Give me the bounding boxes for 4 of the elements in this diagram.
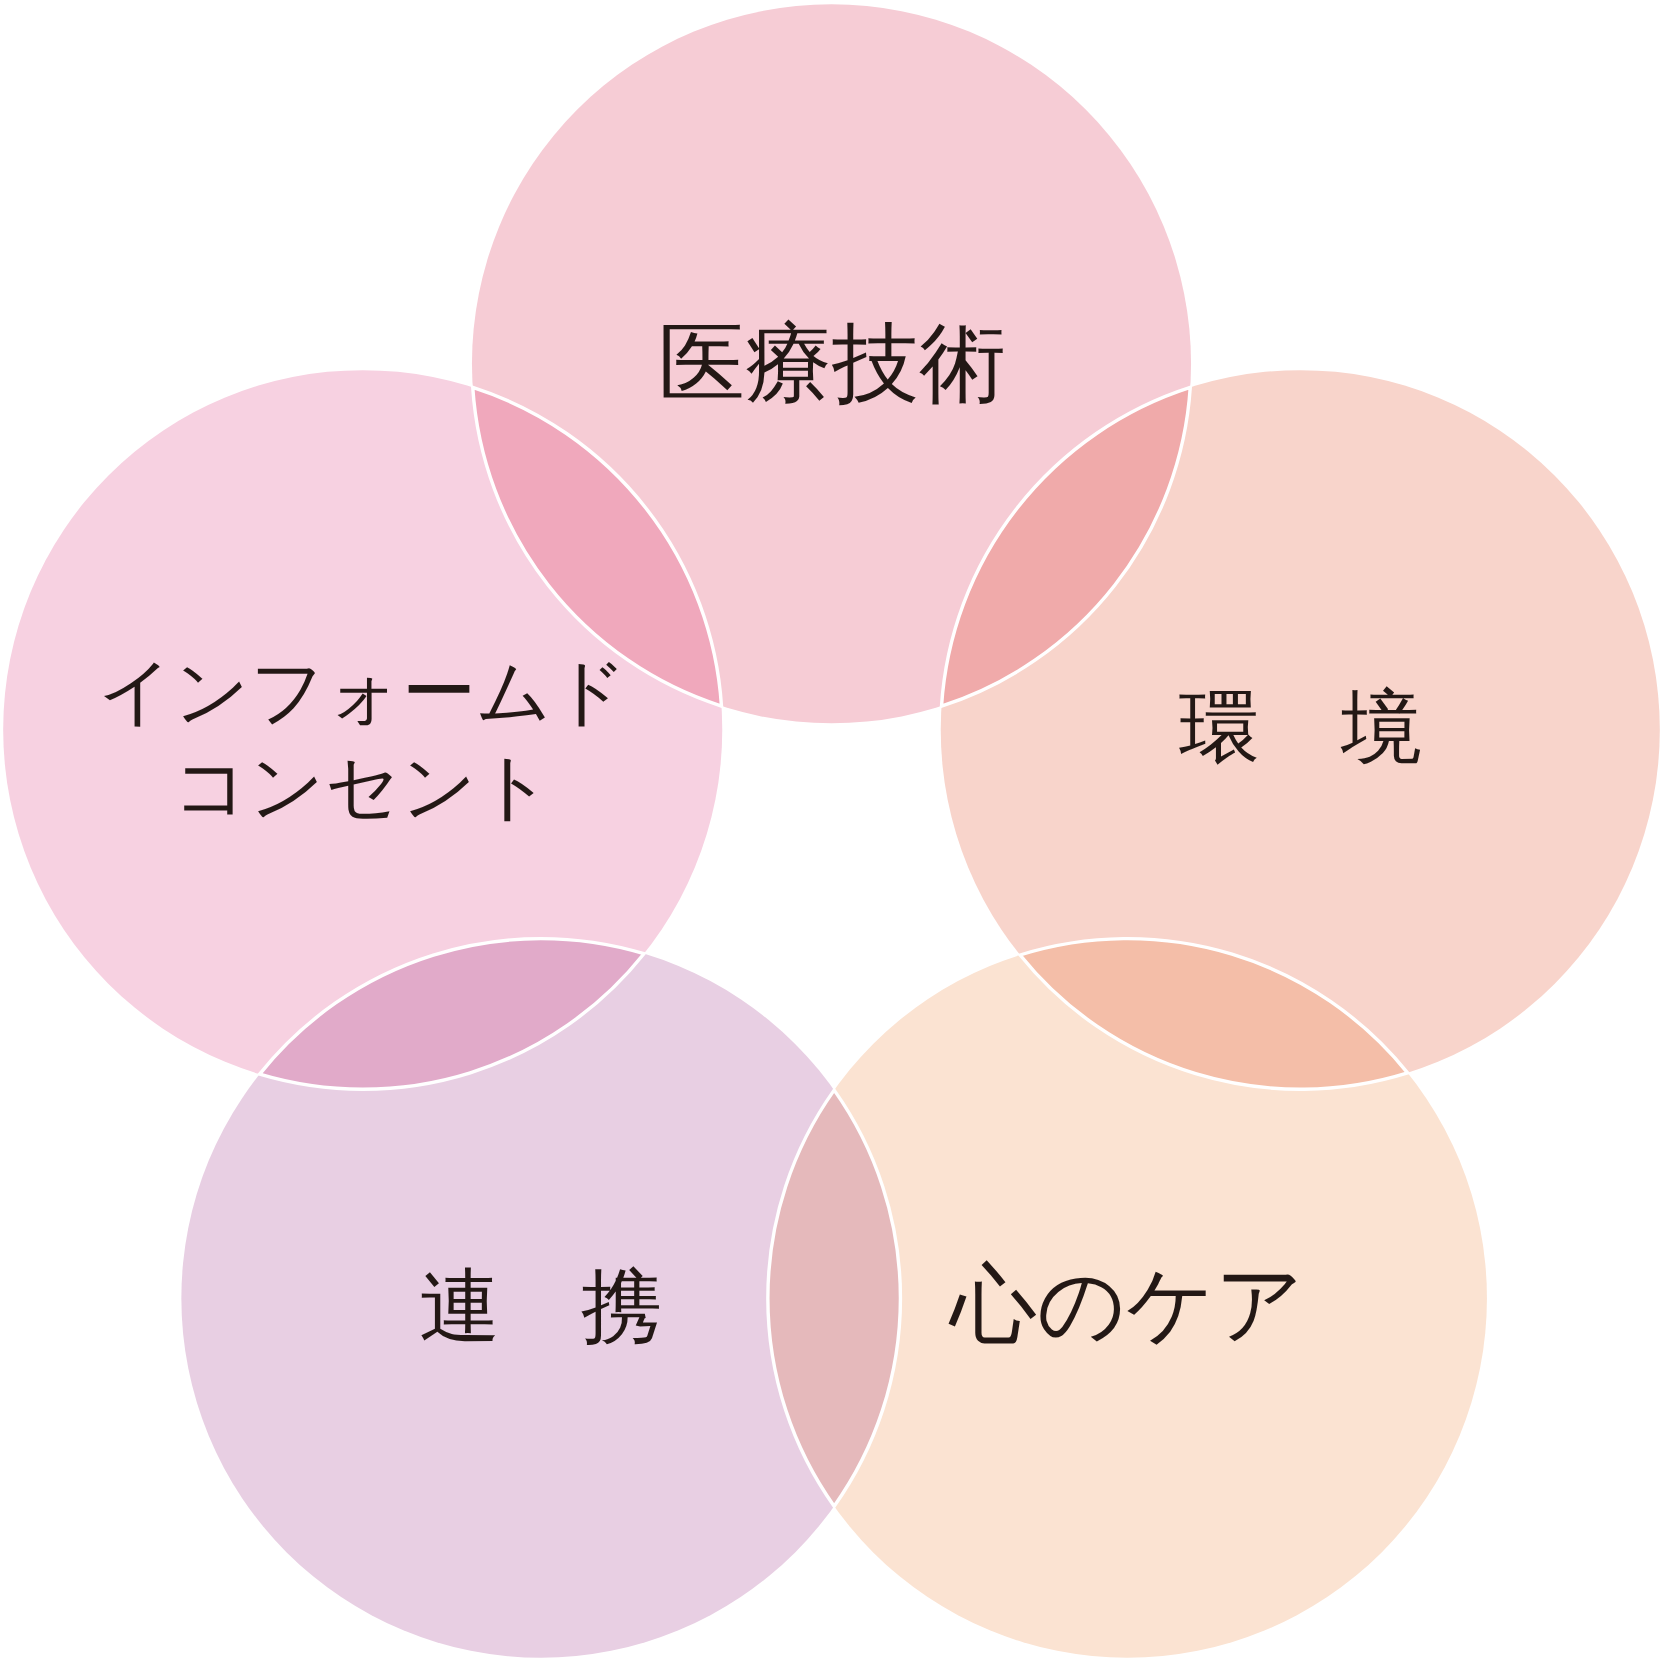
topic-label: 連 携 [419, 1255, 663, 1359]
topic-label: 環 境 [1178, 676, 1422, 780]
topic-label: 心のケア [950, 1248, 1305, 1361]
topic-label: 医療技術 [657, 308, 1006, 420]
